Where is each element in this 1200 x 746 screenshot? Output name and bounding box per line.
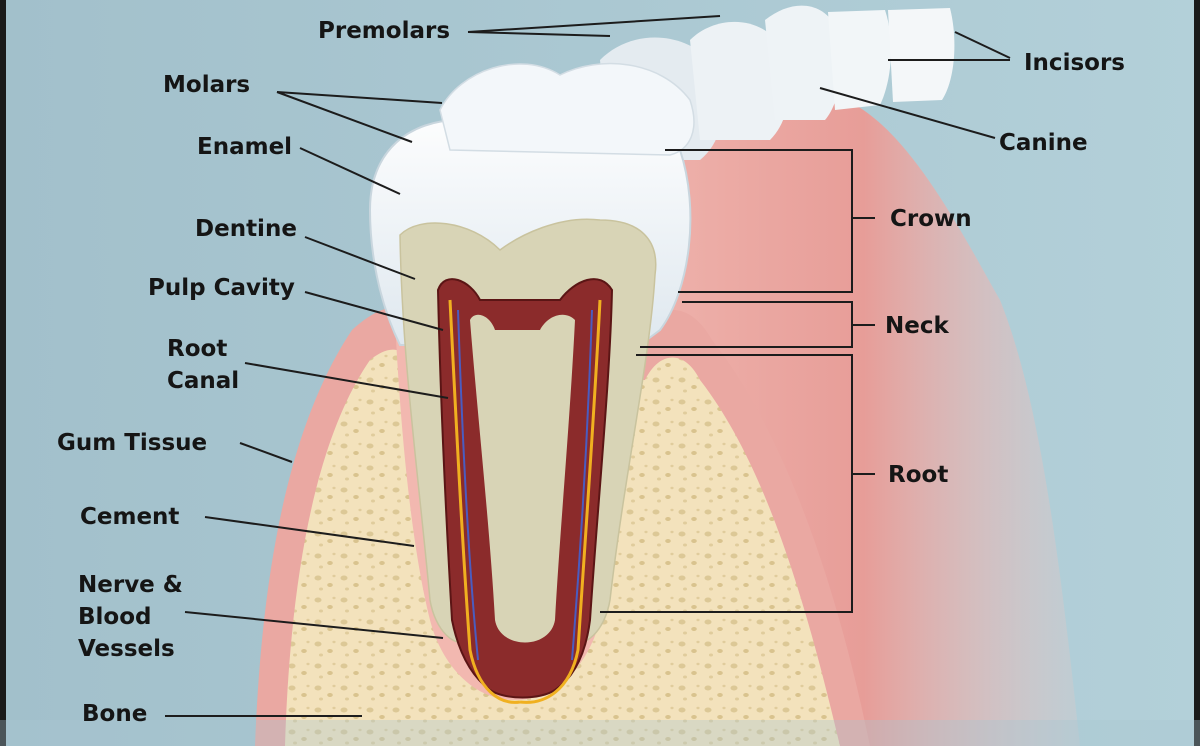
label-crown: Crown <box>890 206 972 232</box>
label-molars: Molars <box>163 72 250 98</box>
label-dentine: Dentine <box>195 216 297 242</box>
label-canine: Canine <box>999 130 1088 156</box>
label-pulp-cavity: Pulp Cavity <box>148 275 295 301</box>
label-root-canal-line2: Canal <box>167 368 239 394</box>
blood-vessel-line <box>457 309 479 661</box>
label-enamel: Enamel <box>197 134 292 160</box>
pulp-inner-dentine <box>470 314 575 643</box>
blood-vessel-line-right <box>571 309 593 661</box>
leader-lines <box>165 15 1011 717</box>
right-border-strip <box>1194 0 1200 746</box>
right-brackets <box>600 149 875 613</box>
nerve-line-right <box>519 299 602 704</box>
label-bone: Bone <box>82 701 147 727</box>
label-nerve-line1: Nerve & <box>78 572 183 598</box>
label-gum-tissue: Gum Tissue <box>57 430 207 456</box>
upper-molar-shape <box>439 62 695 156</box>
label-nerve-line3: Vessels <box>78 636 175 662</box>
nerve-line-left <box>448 299 521 704</box>
left-border-strip <box>0 0 6 746</box>
label-nerve-line2: Blood <box>78 604 151 630</box>
bottom-fade <box>0 720 1200 746</box>
label-root: Root <box>888 462 948 488</box>
label-premolars: Premolars <box>318 18 450 44</box>
label-root-canal-line1: Root <box>167 336 227 362</box>
label-cement: Cement <box>80 504 179 530</box>
label-neck: Neck <box>885 313 949 339</box>
label-incisors: Incisors <box>1024 50 1125 76</box>
